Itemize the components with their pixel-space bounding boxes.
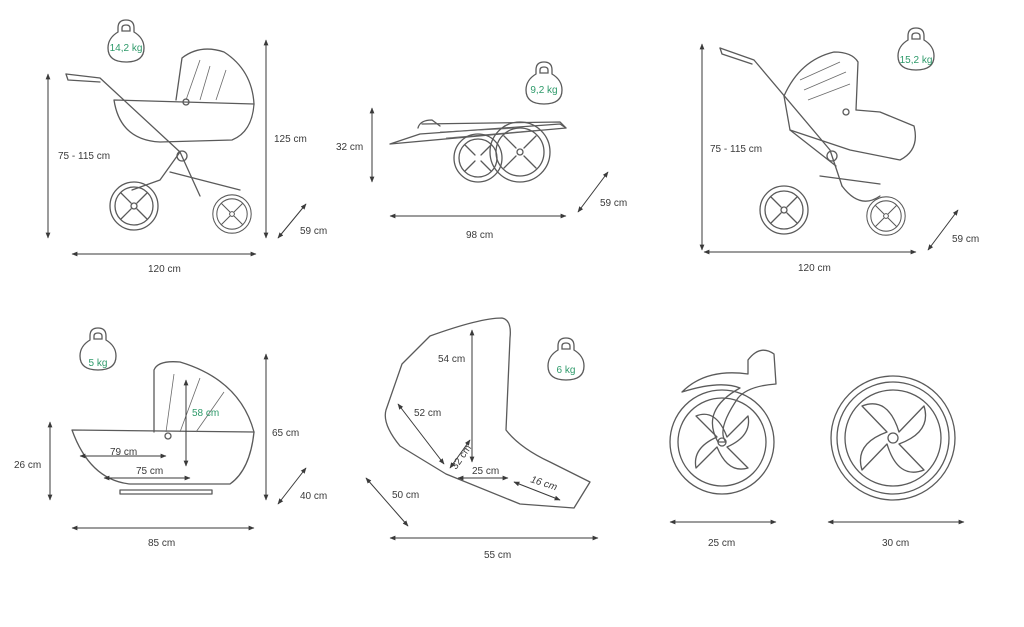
stroller-panel: 15,2 kg 75 - 115 cm 120 cm 59 cm [699,27,979,274]
folded-height: 32 cm [336,142,363,153]
kettlebell-icon [107,19,145,63]
front-wheel-drawing [669,349,777,495]
carrycot-panel: 5 kg 58 cm 79 cm 75 cm 26 cm 65 cm 40 cm… [14,327,327,549]
folded-panel: 9,2 kg 32 cm 98 cm 59 cm [336,61,627,241]
folded-width: 59 cm [600,198,627,209]
stroller-height-range: 75 - 115 cm [710,144,762,155]
pram-drawing [65,48,255,234]
pram-length: 120 cm [148,264,181,275]
carrycot-inner-length: 79 cm [110,447,137,458]
seat-weight: 6 kg [557,365,576,376]
carrycot-length: 85 cm [148,538,175,549]
seat-panel: 6 kg 54 cm 52 cm 32 cm 25 cm 16 cm 50 cm… [365,317,599,561]
carrycot-height: 26 cm [14,460,41,471]
stroller-length: 120 cm [798,263,831,274]
stroller-width: 59 cm [952,234,979,245]
folded-length: 98 cm [466,230,493,241]
rear-wheel-drawing [830,375,956,501]
carrycot-total-height: 65 cm [272,428,299,439]
seat-angle-depth: 32 cm [449,443,474,472]
stroller-drawing [719,47,917,236]
seat-drawing [384,317,591,509]
pram-height-range: 75 - 115 cm [58,151,110,162]
carrycot-hood-height: 58 cm [192,408,219,419]
pram-panel: 14,2 kg 75 - 115 cm 125 cm 120 cm [45,19,327,275]
carrycot-base-length: 75 cm [136,466,163,477]
rear-wheel-diameter: 30 cm [882,538,909,549]
wheels-panel: 25 cm 30 cm [669,349,965,549]
carrycot-weight: 5 kg [89,358,108,369]
front-wheel-diameter: 25 cm [708,538,735,549]
seat-back-height: 54 cm [438,354,465,365]
stroller-weight: 15,2 kg [900,55,933,66]
folded-weight: 9,2 kg [530,85,557,96]
folded-drawing [389,119,567,183]
pram-total-height: 125 cm [274,134,307,145]
pram-width: 59 cm [300,226,327,237]
seat-seat-depth: 25 cm [472,466,499,477]
seat-back-length: 52 cm [414,408,441,419]
seat-footrest: 16 cm [529,474,558,493]
kettlebell-icon [525,61,563,105]
seat-side: 50 cm [392,490,419,501]
pram-weight: 14,2 kg [110,43,143,54]
carrycot-width: 40 cm [300,491,327,502]
seat-length: 55 cm [484,550,511,561]
